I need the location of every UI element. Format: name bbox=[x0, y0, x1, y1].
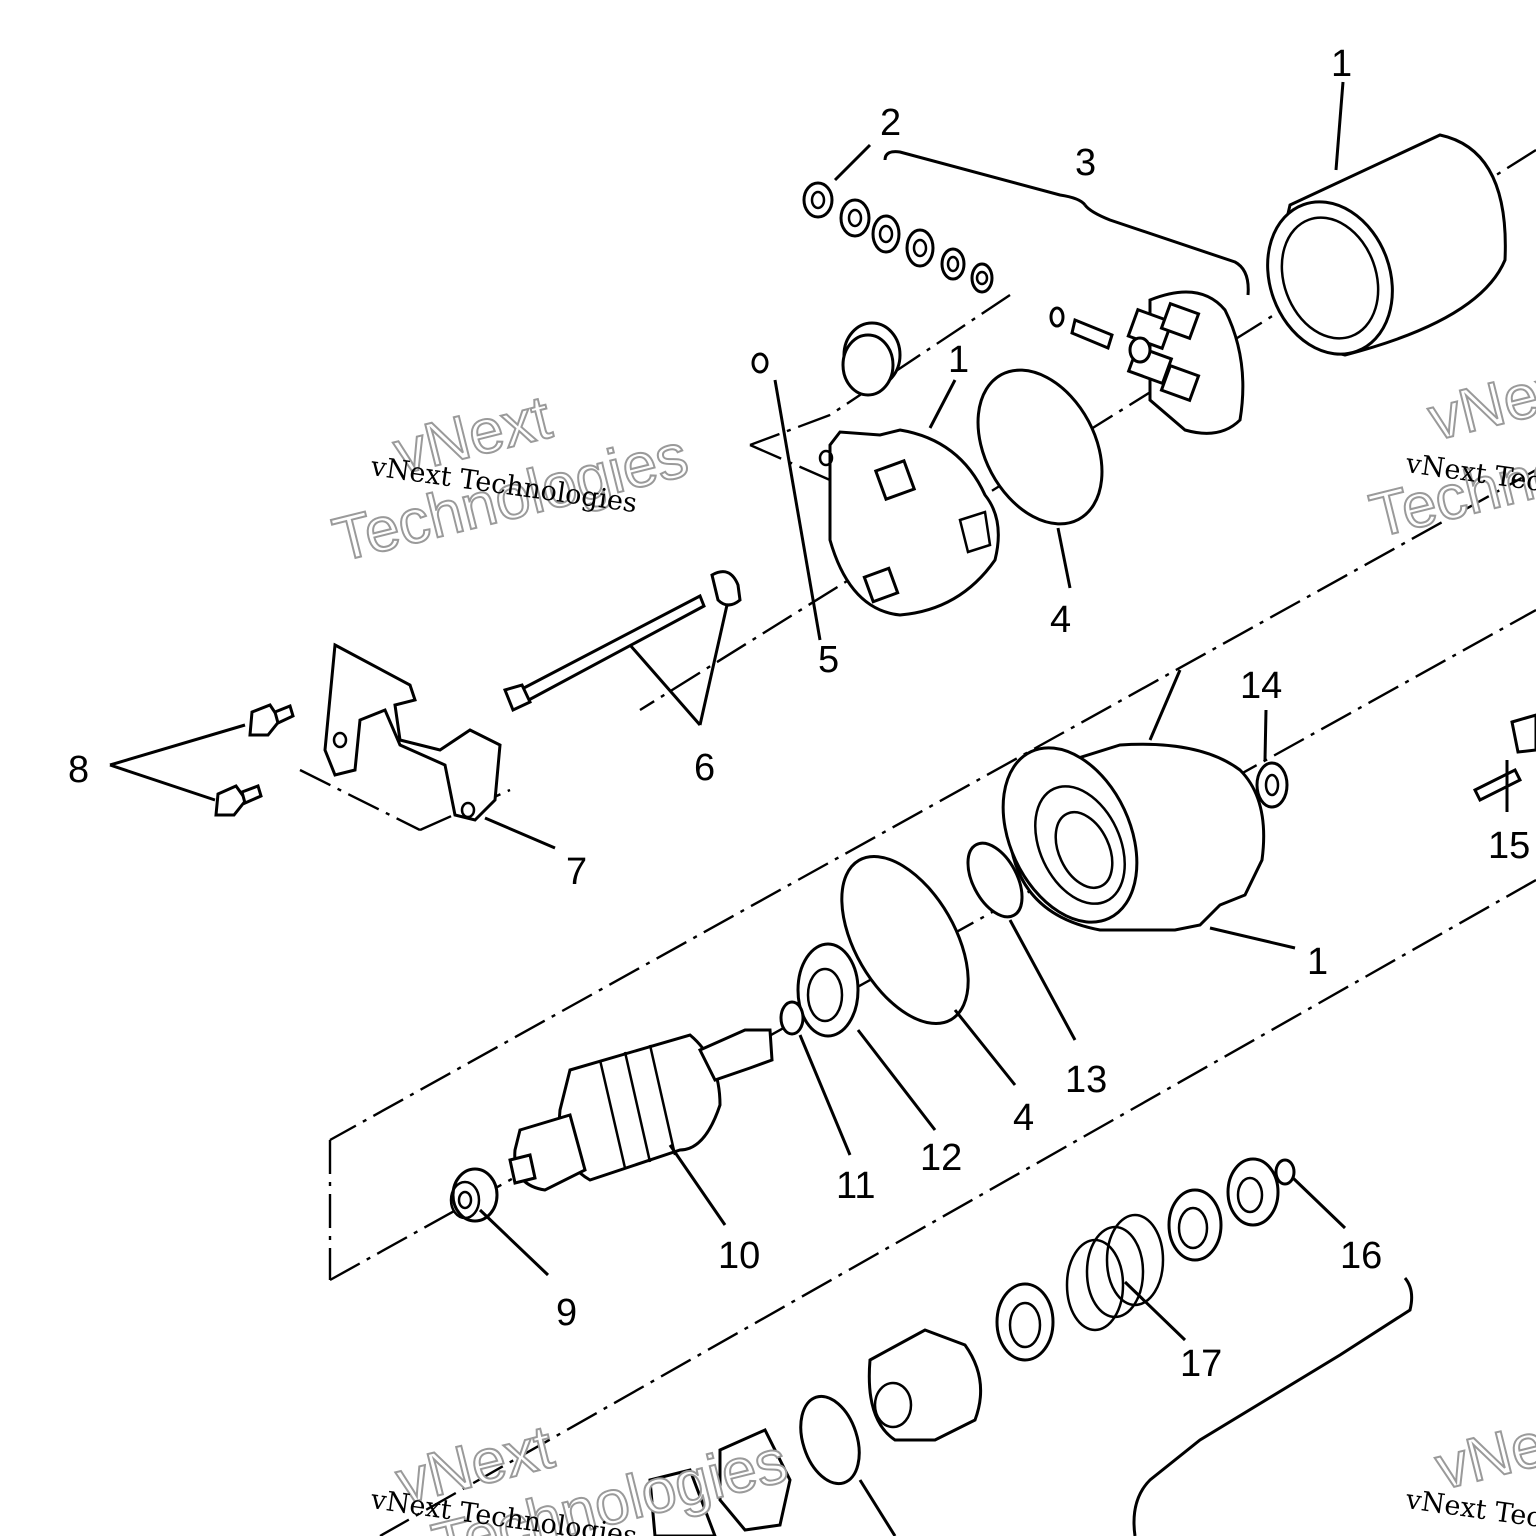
bearing-12 bbox=[796, 942, 860, 1038]
mounting-bracket bbox=[323, 642, 502, 822]
o-ring-lower bbox=[840, 854, 970, 1026]
callout-2: 2 bbox=[880, 102, 901, 144]
armature-10 bbox=[508, 1028, 774, 1192]
washer-14 bbox=[1255, 761, 1289, 809]
callout-10: 10 bbox=[718, 1235, 760, 1277]
watermark-top-right: vNext Technologies bbox=[1363, 348, 1536, 552]
callout-14: 14 bbox=[1240, 665, 1282, 707]
callout-15: 15 bbox=[1488, 825, 1530, 867]
callout-17: 17 bbox=[1180, 1343, 1222, 1385]
clutch-parts bbox=[995, 1157, 1296, 1362]
watermark-top-left: vNext Technologies bbox=[326, 382, 696, 577]
callout-1-drive-housing: 1 bbox=[1307, 941, 1328, 983]
washer-stack bbox=[802, 181, 994, 294]
o-ring-upper bbox=[976, 368, 1104, 526]
callout-3: 3 bbox=[1075, 142, 1096, 184]
bushing-9 bbox=[449, 1167, 499, 1223]
yoke-housing bbox=[1266, 133, 1507, 357]
callout-4-lower: 4 bbox=[1013, 1097, 1034, 1139]
bracket-bolts bbox=[214, 703, 295, 817]
callout-5: 5 bbox=[818, 639, 839, 681]
callout-8: 8 bbox=[68, 749, 89, 791]
rear-end-cover-details bbox=[818, 333, 992, 604]
callout-12: 12 bbox=[920, 1137, 962, 1179]
callout-16: 16 bbox=[1340, 1235, 1382, 1277]
drive-end-housing bbox=[1001, 742, 1266, 932]
callout-6: 6 bbox=[694, 747, 715, 789]
group-braces bbox=[883, 150, 1414, 1536]
pinion-clutch bbox=[648, 1328, 983, 1536]
center-lines bbox=[299, 148, 1536, 1536]
circlip-11 bbox=[779, 1000, 805, 1036]
callout-13: 13 bbox=[1065, 1059, 1107, 1101]
callout-4-upper: 4 bbox=[1050, 599, 1071, 641]
callout-1-rear-cover: 1 bbox=[948, 339, 969, 381]
callout-numbers: 1 2 3 1 4 5 6 8 7 14 15 1 13 4 12 11 10 … bbox=[68, 43, 1530, 1385]
bolt-15 bbox=[1472, 713, 1536, 803]
callout-9: 9 bbox=[556, 1292, 577, 1334]
watermark-caption-bottom-right: vNext Technologies bbox=[1403, 1484, 1536, 1536]
small-o-ring bbox=[966, 841, 1024, 919]
callout-1-yoke: 1 bbox=[1331, 43, 1352, 85]
watermark-vnext-right: vNext bbox=[1422, 349, 1536, 454]
small-washer bbox=[751, 352, 769, 374]
brush-holder-assembly bbox=[1049, 290, 1245, 435]
through-bolt bbox=[502, 570, 742, 713]
leader-lines bbox=[109, 81, 1509, 1536]
watermark-vnext-bottom-right: vNext bbox=[1429, 1398, 1536, 1503]
callout-7: 7 bbox=[566, 851, 587, 893]
callout-11: 11 bbox=[836, 1165, 875, 1207]
watermark-bottom-right: vNext bbox=[1428, 1397, 1536, 1504]
